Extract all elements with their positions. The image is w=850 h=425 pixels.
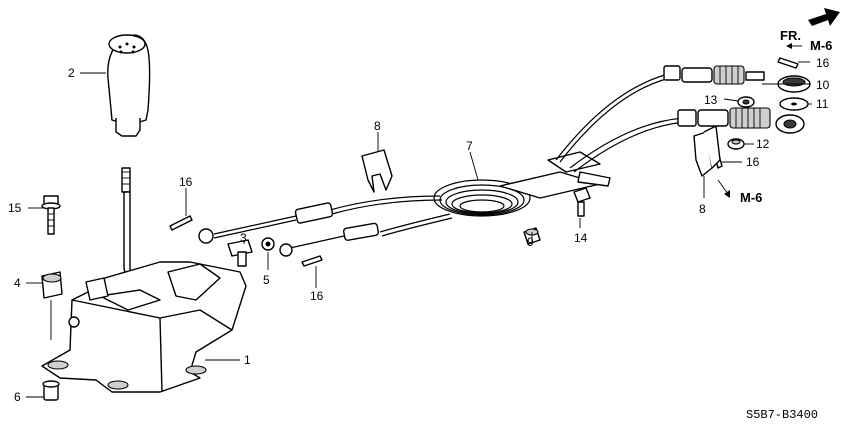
ref-label-top[interactable]: M-6 (810, 38, 832, 53)
front-direction-label: FR. (780, 28, 801, 43)
bushing[interactable] (41, 271, 63, 340)
callout-6[interactable]: 6 (14, 390, 21, 404)
callout-16-c[interactable]: 16 (816, 56, 830, 70)
callout-4[interactable]: 4 (14, 276, 21, 290)
washer[interactable] (261, 237, 275, 251)
callout-1[interactable]: 1 (244, 353, 251, 367)
callout-7[interactable]: 7 (466, 139, 473, 153)
callout-numbers: 1 2 3 4 5 6 7 8 8 9 10 11 12 13 14 15 16… (8, 56, 830, 404)
cotter-clip-b[interactable] (301, 255, 323, 267)
callout-16-a[interactable]: 16 (179, 175, 193, 189)
collar-13[interactable] (737, 96, 755, 108)
cap-12[interactable] (727, 138, 745, 150)
callout-12[interactable]: 12 (756, 137, 770, 151)
diagram-code: S5B7-B3400 (746, 408, 818, 422)
cotter-clip-a[interactable] (169, 215, 193, 231)
callout-15[interactable]: 15 (8, 201, 22, 215)
front-direction-arrow-icon (808, 8, 840, 26)
callout-14[interactable]: 14 (574, 231, 588, 245)
callout-9[interactable]: 9 (527, 235, 534, 249)
shift-lever-housing[interactable] (41, 261, 247, 393)
shift-cable-assembly[interactable] (198, 65, 805, 257)
callout-10[interactable]: 10 (816, 78, 830, 92)
washer-11[interactable] (779, 97, 809, 111)
callout-11[interactable]: 11 (816, 97, 829, 111)
callout-3[interactable]: 3 (240, 231, 247, 245)
callout-8-right[interactable]: 8 (699, 202, 706, 216)
callout-5[interactable]: 5 (263, 273, 270, 287)
callout-16-d[interactable]: 16 (746, 155, 760, 169)
pin[interactable] (227, 239, 253, 267)
ref-arrow-right-icon (717, 179, 729, 195)
callout-16-b[interactable]: 16 (310, 289, 324, 303)
bolt-14[interactable] (573, 187, 591, 217)
callout-13[interactable]: 13 (704, 93, 718, 107)
ref-label-right[interactable]: M-6 (740, 190, 762, 205)
leader-lines (26, 61, 812, 398)
cable-bracket-right[interactable] (693, 125, 721, 177)
cotter-clip-c[interactable] (777, 57, 799, 69)
cable-bracket-left[interactable] (361, 149, 393, 193)
callout-2[interactable]: 2 (68, 66, 75, 80)
shift-knob[interactable] (107, 34, 151, 137)
flange-bolt[interactable] (41, 195, 61, 235)
callout-8-left[interactable]: 8 (374, 119, 381, 133)
collar[interactable] (42, 380, 60, 401)
